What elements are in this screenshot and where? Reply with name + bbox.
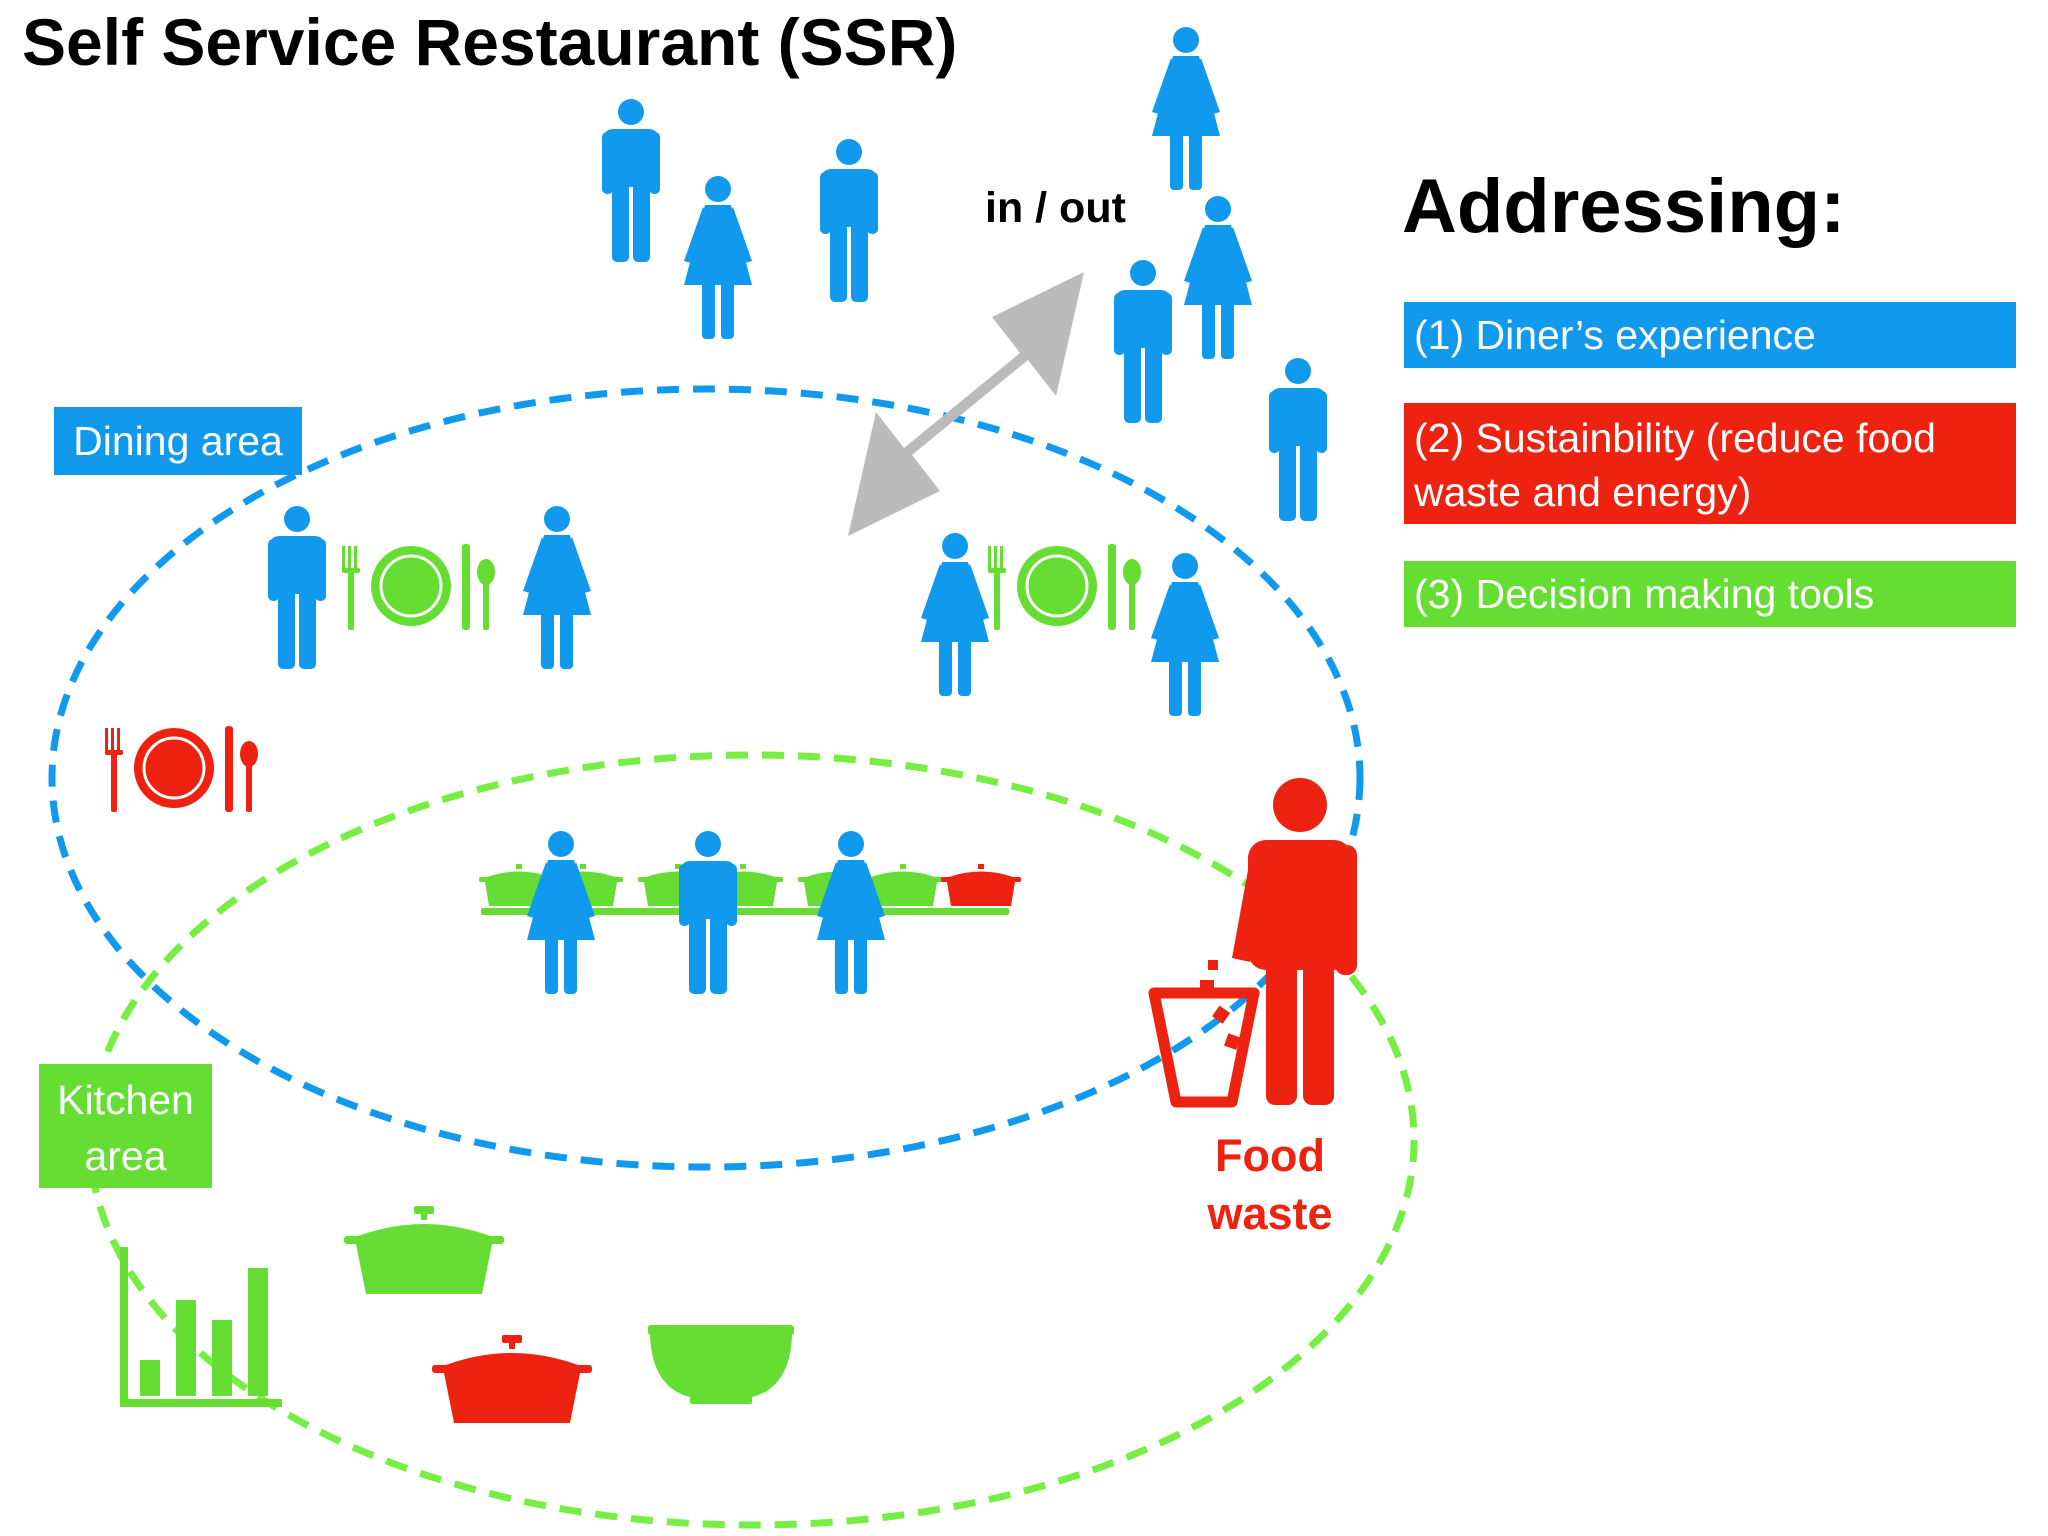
pot-icon xyxy=(344,1206,504,1294)
person-male-icon xyxy=(268,506,326,669)
double-arrow-icon xyxy=(848,272,1084,536)
person-female-icon xyxy=(527,831,595,994)
addressing-item-diners-experience: (1) Diner’s experience xyxy=(1404,302,2016,368)
person-male-icon xyxy=(1114,260,1172,423)
pot-icon xyxy=(432,1335,592,1423)
page-title: Self Service Restaurant (SSR) xyxy=(22,5,958,79)
person-male-icon xyxy=(679,831,737,994)
person-male-icon xyxy=(820,139,878,302)
buffet-counter xyxy=(479,831,1021,994)
trash-bin-icon xyxy=(1148,960,1260,1108)
place-setting-icon xyxy=(986,542,1143,632)
food-waste-person xyxy=(1232,778,1357,1105)
pot-icon xyxy=(941,864,1021,906)
person-female-icon xyxy=(1151,553,1219,716)
person-female-icon xyxy=(684,176,752,339)
addressing-heading: Addressing: xyxy=(1402,164,1846,249)
bowl-icon xyxy=(648,1325,794,1404)
person-male-icon xyxy=(602,99,660,262)
person-female-icon xyxy=(921,533,989,696)
kitchen-area-label: Kitchen area xyxy=(39,1064,212,1188)
dining-area-label: Dining area xyxy=(54,407,302,475)
person-female-icon xyxy=(1152,27,1220,190)
dining-area-boundary xyxy=(48,385,1364,1171)
food-waste-label: Food waste xyxy=(1207,1130,1333,1239)
place-setting-icon xyxy=(340,542,497,632)
place-setting-icon xyxy=(103,724,260,814)
person-female-icon xyxy=(523,506,591,669)
addressing-item-decision-tools: (3) Decision making tools xyxy=(1404,561,2016,627)
person-female-icon xyxy=(817,831,885,994)
person-male-icon xyxy=(1269,358,1327,521)
bar-chart-icon xyxy=(120,1247,282,1407)
in-out-label: in / out xyxy=(985,184,1126,232)
person-female-icon xyxy=(1184,196,1252,359)
addressing-item-sustainability: (2) Sustainbility (reduce food waste and… xyxy=(1404,403,2016,524)
